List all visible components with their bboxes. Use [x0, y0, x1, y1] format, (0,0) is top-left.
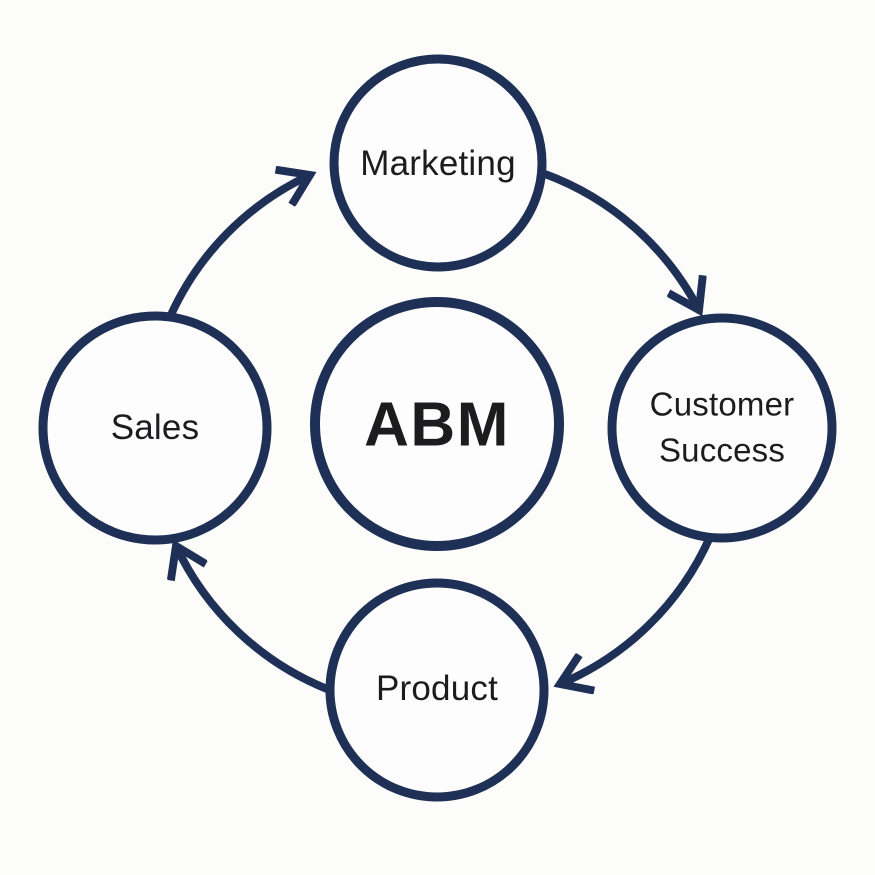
product-label: Product	[375, 668, 499, 708]
marketing-to-customer-success-arrow	[543, 170, 699, 310]
product-node-circle	[325, 578, 549, 802]
customer-success-node-circle	[607, 313, 837, 543]
product-to-sales-arrow	[176, 546, 329, 693]
abm-label: ABM	[364, 390, 510, 460]
sales-label: Sales	[110, 407, 200, 447]
customer-success-label: Customer Success	[649, 385, 795, 468]
sales-node-circle	[38, 311, 272, 545]
marketing-label: Marketing	[360, 143, 516, 183]
marketing-node-circle	[329, 54, 547, 272]
sales-to-marketing-arrow	[166, 175, 310, 319]
abm-center-circle	[310, 297, 564, 551]
customer-success-to-product-arrow	[560, 535, 714, 684]
